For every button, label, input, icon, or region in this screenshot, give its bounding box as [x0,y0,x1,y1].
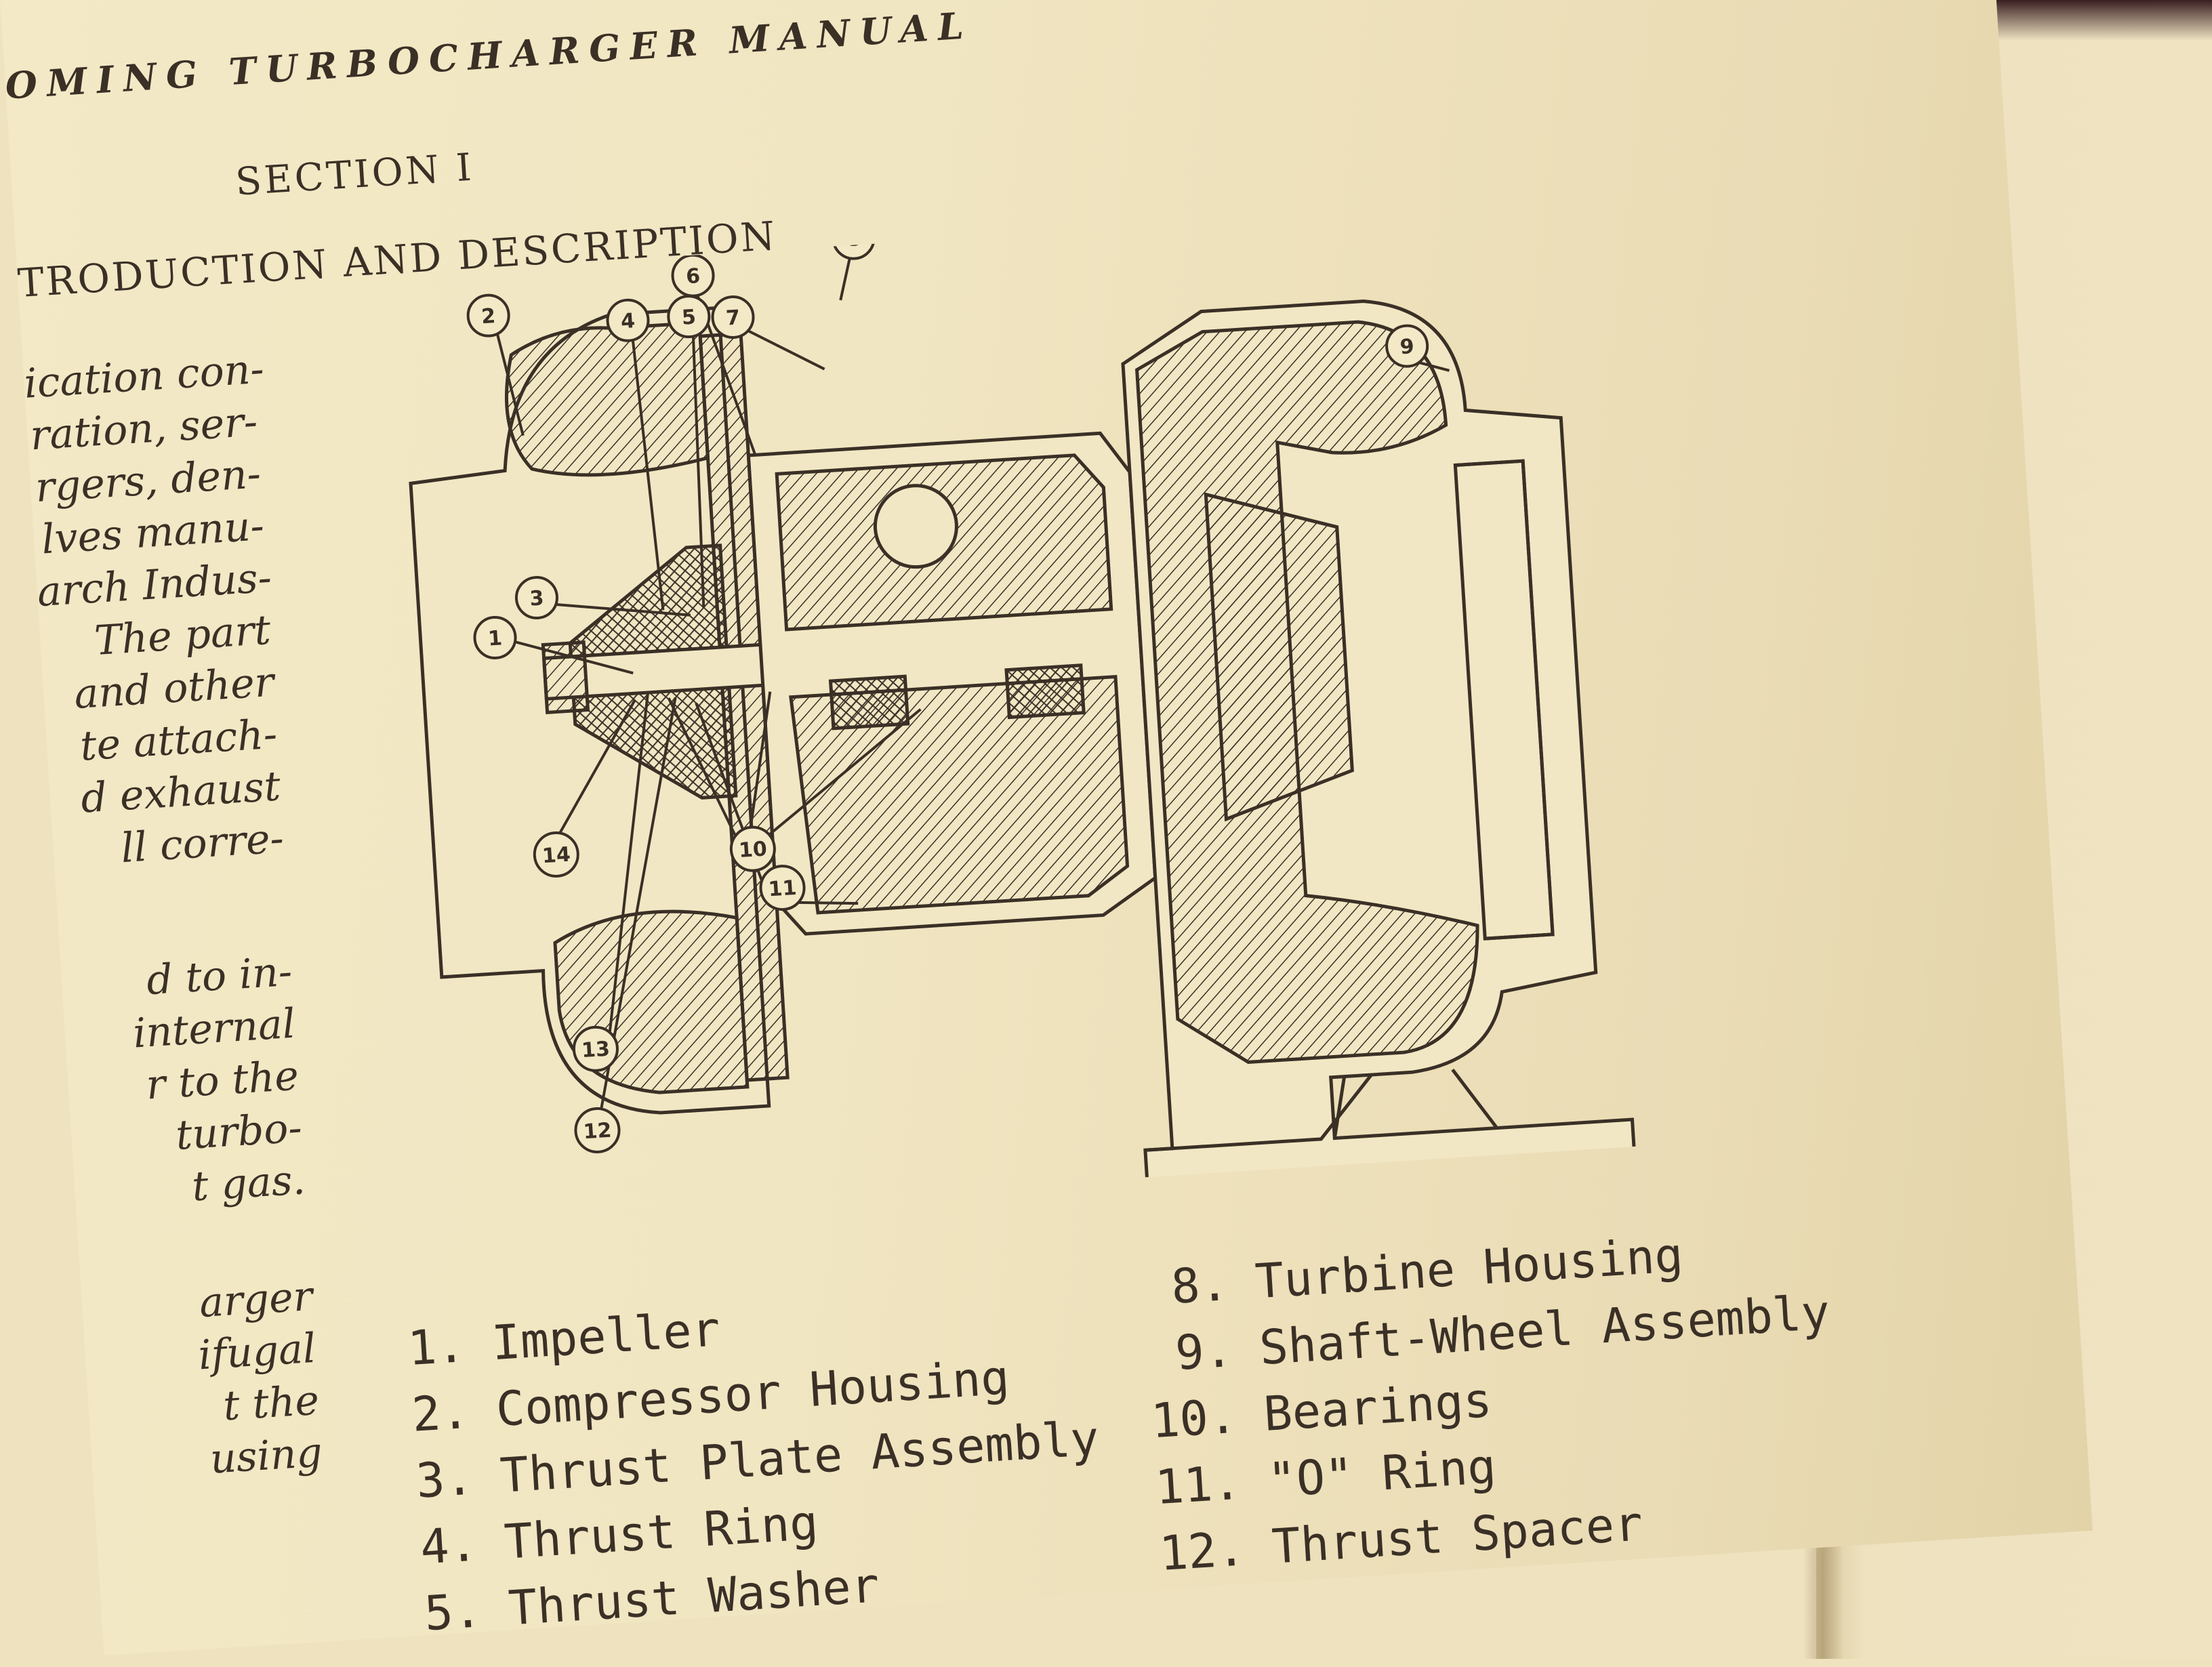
tag-6: 6 [671,253,715,297]
svg-text:4: 4 [620,309,636,333]
running-head: OMING TURBOCHARGER MANUAL [3,3,975,108]
shaft-wheel [1204,492,1354,822]
parts-legend-left: 1.Impeller 2.Compressor Housing 3.Thrust… [348,1273,1109,1651]
svg-text:8: 8 [846,227,861,251]
tag-12: 12 [574,1107,621,1153]
tag-9: 9 [1385,324,1429,368]
svg-text:9: 9 [1399,335,1415,359]
svg-text:6: 6 [685,264,701,289]
tag-14: 14 [533,831,579,878]
tag-2: 2 [466,293,510,337]
body-text-column: ication con- ration, ser- rgers, den- lv… [22,344,324,1494]
tag-4: 4 [606,298,650,342]
parts-legend-right: 8.Turbine Housing 9.Shaft-Wheel Assembly… [1111,1213,1845,1589]
svg-text:13: 13 [581,1037,611,1063]
svg-text:11: 11 [768,876,798,902]
tag-1: 1 [473,615,517,659]
bearing-left [828,674,910,730]
tag-11: 11 [759,865,806,911]
tag-13: 13 [572,1025,619,1072]
svg-text:7: 7 [725,306,741,330]
svg-text:1: 1 [487,626,503,651]
svg-text:3: 3 [529,586,545,611]
bearing-right [1004,663,1086,720]
section-number: SECTION I [234,145,476,205]
tag-10: 10 [729,825,776,872]
svg-text:2: 2 [480,304,496,329]
svg-text:10: 10 [738,837,768,863]
tag-7: 7 [711,295,755,339]
svg-text:5: 5 [681,305,697,329]
manual-page: OMING TURBOCHARGER MANUAL SECTION I TROD… [0,0,2093,1656]
svg-text:14: 14 [541,843,571,869]
svg-text:12: 12 [583,1119,613,1145]
tag-5: 5 [667,295,711,339]
tag-3: 3 [514,576,558,620]
tag-8: 8 [832,216,876,260]
turbocharger-cutaway-diagram: 1 2 3 4 5 6 7 8 9 10 11 12 13 14 [409,216,1638,1206]
